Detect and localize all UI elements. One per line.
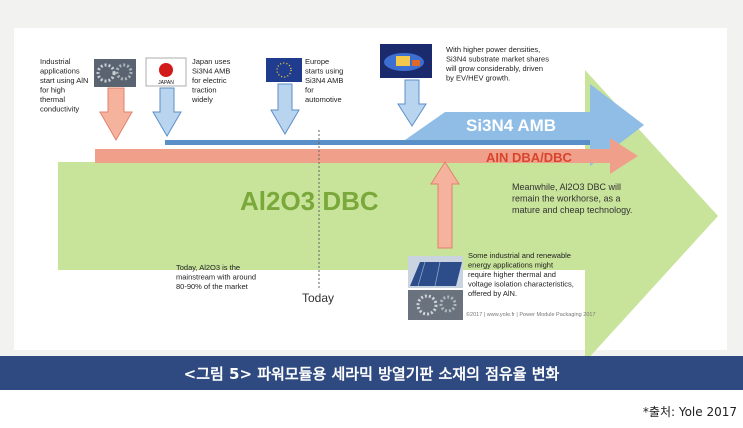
note-renewable-line: Some industrial and renewable (468, 251, 571, 260)
note-growth-line: Si3N4 substrate market shares (446, 55, 549, 64)
note-industrial-line: conductivity (40, 105, 79, 114)
note-japan-line: widely (191, 95, 213, 104)
renewable-up-arrow (430, 161, 460, 249)
note-japan-line: traction (192, 86, 217, 95)
industrial-down-arrow (99, 87, 133, 142)
note-japan-line: Si3N4 AMB (192, 67, 230, 76)
note-renewable-line: energy applications might (468, 261, 554, 270)
note-renewable-line: voltage isolation characteristics, (468, 280, 574, 289)
japan-flag-icon: JAPAN (145, 57, 187, 87)
note-europe-line: for (305, 86, 314, 95)
note-meanwhile-line: mature and cheap technology. (512, 205, 632, 215)
note-growth-line: With higher power densities, (446, 45, 540, 54)
today-label: Today (302, 291, 334, 305)
solar-panel-photo-icon (408, 256, 463, 288)
turbine-photo-icon (408, 290, 463, 320)
note-growth-line: by EV/HEV growth. (446, 74, 510, 83)
note-growth: With higher power densities,Si3N4 substr… (445, 45, 549, 83)
note-meanwhile-line: remain the workhorse, as a (512, 194, 621, 204)
japan-flag-label: JAPAN (158, 80, 174, 86)
note-japan-line: for electric (192, 76, 227, 85)
figure-caption: <그림 5> 파워모듈용 세라믹 방열기판 소재의 점유율 변화 (183, 364, 560, 383)
note-renewable-line: offered by AlN. (468, 289, 517, 298)
europe-down-arrow (270, 83, 300, 135)
copyright-text: ©2017 | www.yole.fr | Power Module Packa… (466, 311, 596, 318)
note-renewable-line: require higher thermal and (468, 270, 556, 279)
note-europe-line: Si3N4 AMB (305, 76, 343, 85)
note-industrial-line: start using AlN (40, 76, 88, 85)
note-meanwhile: Meanwhile, Al2O3 DBC will remain the work… (512, 182, 632, 215)
note-today-line: Today, Al2O3 is the (176, 263, 240, 272)
aln-arrow (95, 138, 638, 174)
caption-bar: <그림 5> 파워모듈용 세라믹 방열기판 소재의 점유율 변화 (0, 356, 743, 390)
note-japan-line: Japan uses (192, 57, 231, 66)
eu-flag-icon (266, 58, 302, 82)
aln-label: AIN DBA/DBC (486, 150, 573, 165)
note-europe-line: automotive (305, 95, 342, 104)
note-europe-line: starts using (305, 67, 343, 76)
sin-label: Si3N4 AMB (466, 116, 556, 135)
al2o3-arrow (58, 70, 718, 362)
source-note: *출처: Yole 2017 (642, 405, 737, 419)
growth-down-arrow (397, 79, 427, 127)
gears-photo-icon (94, 59, 136, 87)
note-meanwhile-line: Meanwhile, Al2O3 DBC will (512, 182, 621, 192)
car-chip-photo-icon (380, 44, 432, 78)
al2o3-label: Al2O3 DBC (240, 186, 379, 216)
sin-band-line (165, 140, 590, 145)
note-growth-line: will grow considerably, driven (445, 64, 543, 73)
note-today-line: 80-90% of the market (176, 282, 249, 291)
note-europe-line: Europe (305, 57, 329, 66)
note-industrial-line: for high (40, 86, 65, 95)
japan-down-arrow (152, 87, 182, 137)
note-industrial-line: applications (40, 67, 80, 76)
note-today-line: mainstream with around (176, 273, 256, 282)
note-industrial-line: Industrial (40, 57, 71, 66)
note-industrial-line: thermal (40, 95, 65, 104)
